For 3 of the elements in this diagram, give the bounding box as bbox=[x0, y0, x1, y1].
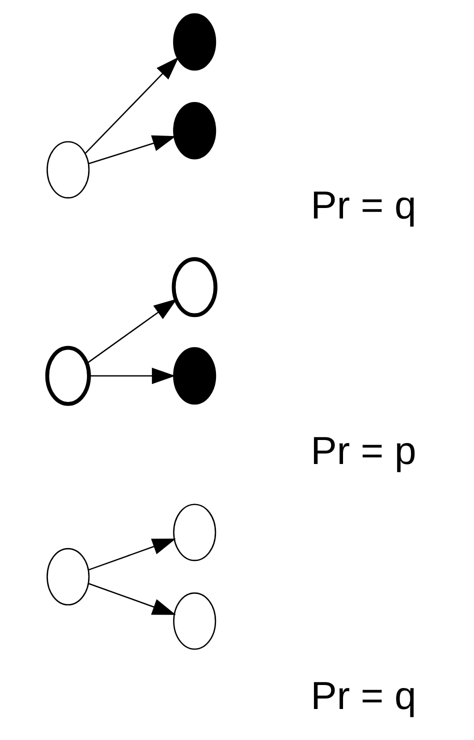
label: Pr = q bbox=[310, 184, 416, 228]
label: Pr = p bbox=[310, 430, 416, 473]
label: Pr = q bbox=[310, 675, 416, 718]
